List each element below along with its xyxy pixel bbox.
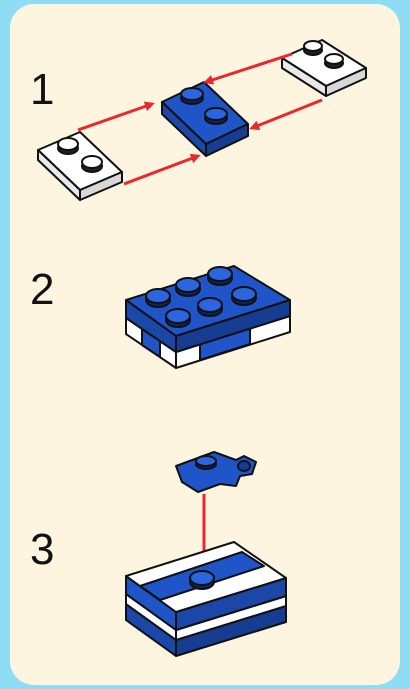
arrow-left-bottom xyxy=(123,153,201,186)
step-number-1: 1 xyxy=(30,65,55,114)
step-1-arrows xyxy=(77,52,323,186)
arrow-left-top xyxy=(77,101,155,132)
blue-plate-center xyxy=(161,81,249,157)
arrow-right-bottom xyxy=(249,98,323,131)
brick-stack xyxy=(125,541,287,657)
step-1-diagram xyxy=(37,39,367,201)
step-2-diagram xyxy=(125,265,291,369)
blue-clip-piece xyxy=(175,451,257,493)
step-2-studs xyxy=(145,266,257,328)
white-plate-left xyxy=(37,131,123,201)
step-number-3: 3 xyxy=(30,525,55,574)
step-3-diagram xyxy=(125,451,287,657)
arrow-right-top xyxy=(203,52,293,85)
step-number-2: 2 xyxy=(30,265,55,314)
white-plate-right xyxy=(281,39,367,97)
